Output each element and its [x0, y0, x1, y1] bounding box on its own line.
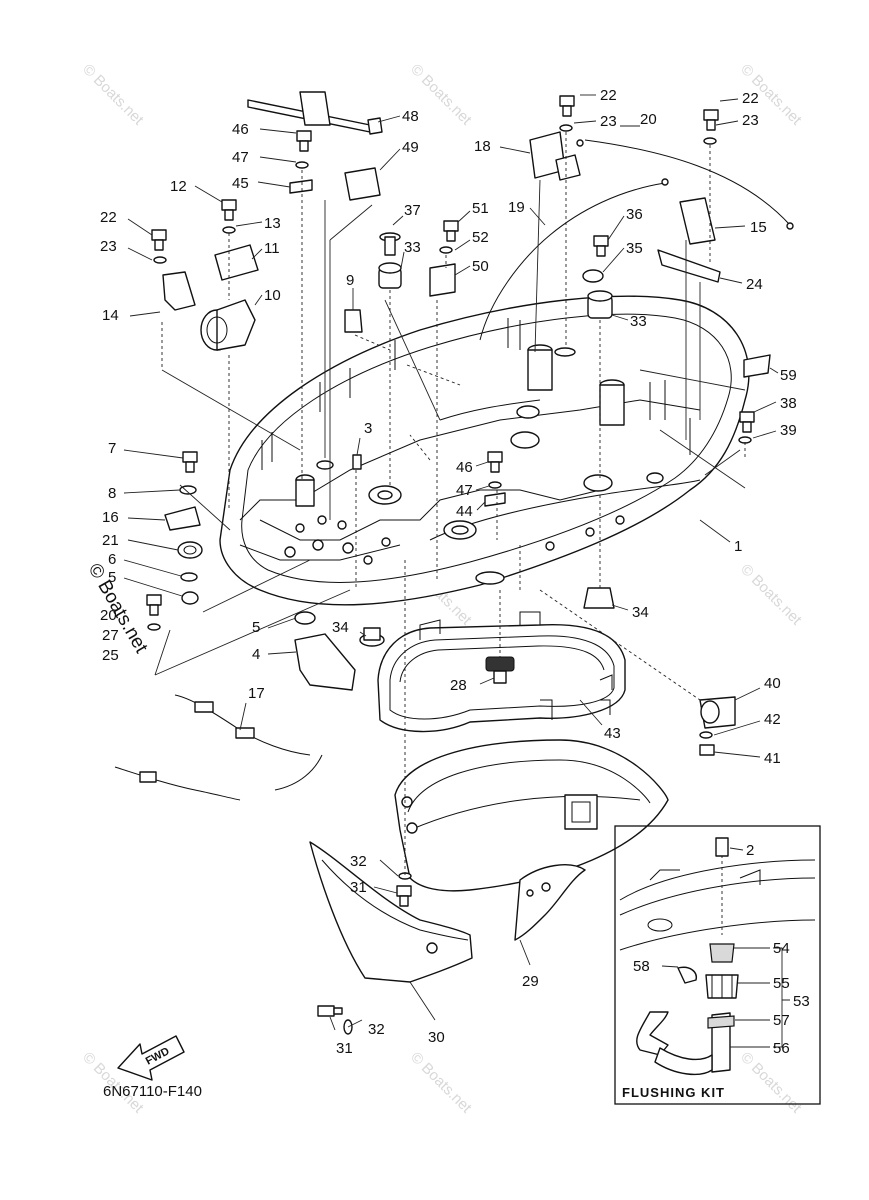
watermark: © Boats.net [79, 61, 147, 129]
callout: 47 [456, 482, 473, 499]
callout: 57 [773, 1012, 790, 1029]
callout: 40 [764, 675, 781, 692]
hardware-parts [114, 91, 794, 1035]
callout: 1 [734, 538, 742, 555]
callout: 2 [746, 842, 754, 859]
callout: 27 [102, 627, 119, 644]
callout: 54 [773, 940, 790, 957]
callout: 41 [764, 750, 781, 767]
callout-numbers: 22 23 20 22 23 48 46 18 47 49 45 12 19 1… [100, 87, 810, 1057]
callout: 39 [780, 422, 797, 439]
callout: 14 [102, 307, 119, 324]
callout: 58 [633, 958, 650, 975]
callout: 37 [404, 202, 421, 219]
callout: 50 [472, 258, 489, 275]
callout: 48 [402, 108, 419, 125]
watermark: © Boats.net [407, 1049, 475, 1117]
callout: 24 [746, 276, 763, 293]
callout: 22 [600, 87, 617, 104]
callout: 31 [336, 1040, 353, 1057]
callout: 56 [773, 1040, 790, 1057]
callout: 23 [600, 113, 617, 130]
callout: 30 [428, 1029, 445, 1046]
side-panel-left [309, 841, 473, 983]
callout: 5 [108, 569, 116, 586]
fwd-arrow: FWD [117, 1035, 185, 1081]
callout: 23 [742, 112, 759, 129]
gasket-seal [377, 611, 626, 733]
callout: 29 [522, 973, 539, 990]
callout: 21 [102, 532, 119, 549]
flushing-kit-title: FLUSHING KIT [622, 1085, 725, 1100]
callout: 36 [626, 206, 643, 223]
callout: 59 [780, 367, 797, 384]
callout: 45 [232, 175, 249, 192]
watermark: © Boats.net [737, 561, 805, 629]
callout: 22 [100, 209, 117, 226]
callout: 16 [102, 509, 119, 526]
callout: 55 [773, 975, 790, 992]
callout: 34 [332, 619, 349, 636]
callout: 3 [364, 420, 372, 437]
leader-lines [154, 132, 746, 876]
callout: 28 [450, 677, 467, 694]
callout: 38 [780, 395, 797, 412]
callout: 4 [252, 646, 260, 663]
callout: 12 [170, 178, 187, 195]
callout: 5 [252, 619, 260, 636]
callout: 6 [108, 551, 116, 568]
callout: 18 [474, 138, 491, 155]
callout: 10 [264, 287, 281, 304]
callout: 7 [108, 440, 116, 457]
callout: 49 [402, 139, 419, 156]
callout: 23 [100, 238, 117, 255]
callout: 20 [100, 607, 117, 624]
callout: 22 [742, 90, 759, 107]
callout: 20 [640, 111, 657, 128]
callout: 43 [604, 725, 621, 742]
callout: 34 [632, 604, 649, 621]
callout: 51 [472, 200, 489, 217]
callout: 52 [472, 229, 489, 246]
callout: 32 [368, 1021, 385, 1038]
callout: 42 [764, 711, 781, 728]
lower-apron [394, 739, 669, 892]
flushing-kit-box: FLUSHING KIT [614, 825, 821, 1105]
callout: 32 [350, 853, 367, 870]
callout: 46 [232, 121, 249, 138]
callout: 53 [793, 993, 810, 1010]
callout: 46 [456, 459, 473, 476]
callout: 11 [264, 240, 280, 257]
callout: 25 [102, 647, 119, 664]
callout: 19 [508, 199, 525, 216]
callout: 47 [232, 149, 249, 166]
callout: 31 [350, 879, 367, 896]
bottom-cowling [219, 295, 750, 606]
callout-leaders [123, 94, 790, 1048]
callout: 33 [630, 313, 647, 330]
callout: 8 [108, 485, 116, 502]
callout: 17 [248, 685, 265, 702]
watermark: © Boats.net [737, 1049, 805, 1117]
callout: 44 [456, 503, 473, 520]
callout: 35 [626, 240, 643, 257]
callout: 13 [264, 215, 281, 232]
side-panel-right [514, 864, 586, 941]
callout: 9 [346, 272, 354, 289]
callout: 33 [404, 239, 421, 256]
callout: 15 [750, 219, 767, 236]
drawing-code: 6N67110-F140 [103, 1083, 202, 1100]
